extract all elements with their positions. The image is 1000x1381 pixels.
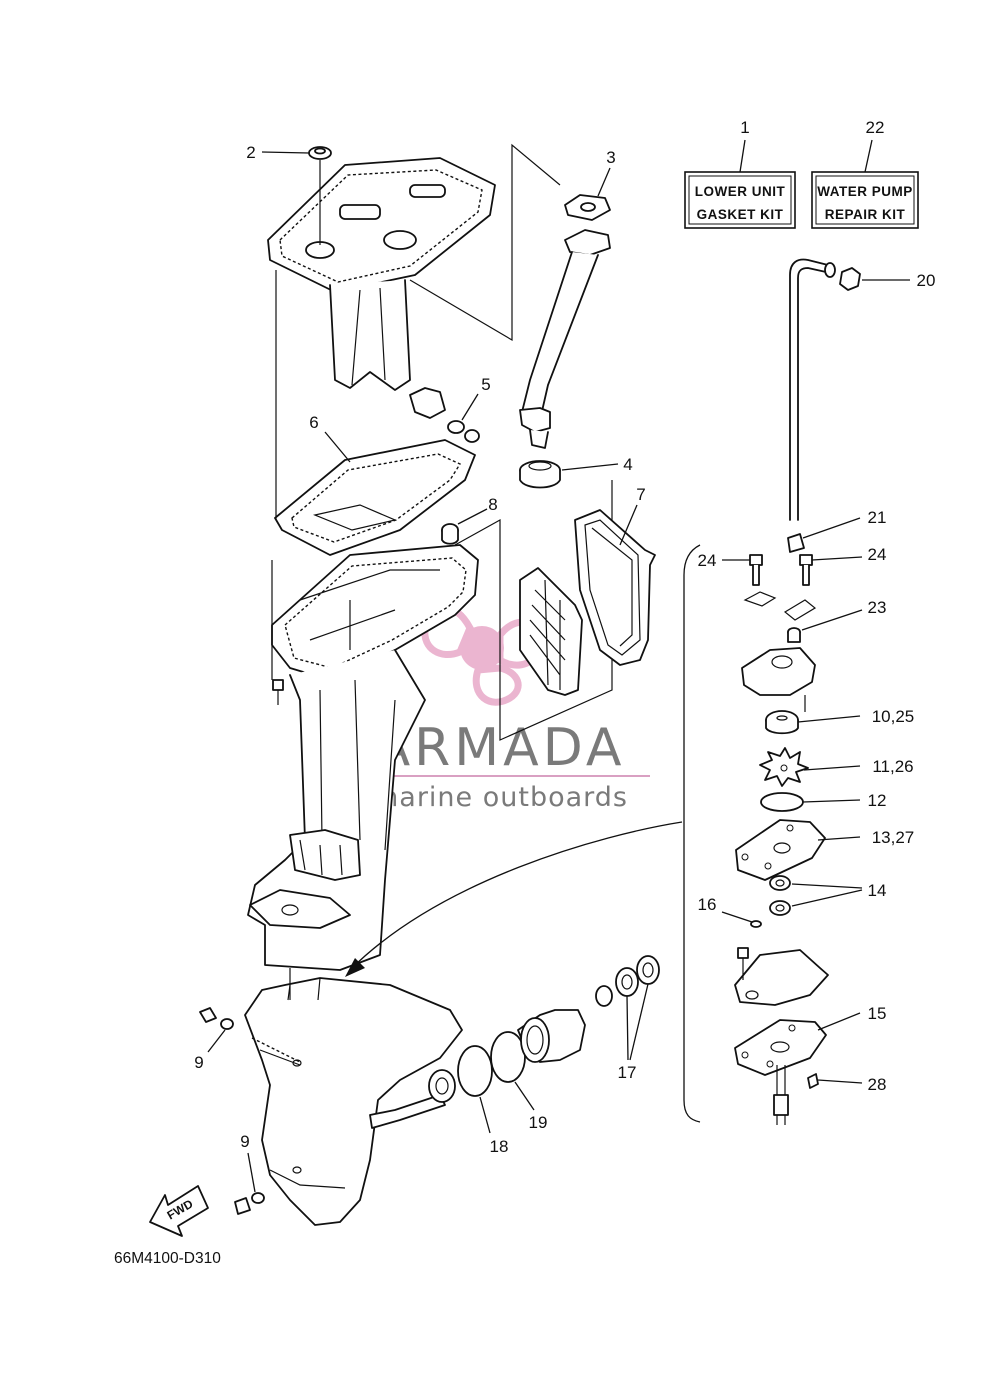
kit-22-line1: WATER PUMP: [817, 184, 913, 199]
callout-4: 4: [623, 455, 632, 474]
part-12-oring: [760, 792, 861, 812]
part-21-grommet: [787, 517, 861, 553]
callout-24-right: 24: [868, 545, 887, 564]
callout-28: 28: [868, 1075, 887, 1094]
diagram-code: 66M4100-D310: [114, 1250, 221, 1267]
callout-24-left: 24: [698, 551, 717, 570]
callout-12: 12: [868, 791, 887, 810]
water-tube-pipe: [519, 229, 611, 449]
callout-16: 16: [698, 895, 717, 914]
part-9-screw-lower: [234, 1152, 265, 1215]
kit-box-lower-unit-gasket: LOWER UNIT GASKET KIT: [684, 139, 796, 229]
kit-1-line1: LOWER UNIT: [695, 184, 786, 199]
pump-base-plate: [734, 947, 829, 1006]
drive-shaft: [773, 1065, 789, 1125]
callout-9-upper: 9: [194, 1053, 203, 1072]
part-6-gasket: [274, 431, 476, 556]
callout-21: 21: [868, 508, 887, 527]
callout-8: 8: [488, 495, 497, 514]
pointer-arrow-icon: [345, 958, 365, 977]
watermark-tagline: marine outboards: [372, 782, 628, 813]
part-7-gasket: [574, 504, 656, 666]
exhaust-guide-plate: [267, 157, 496, 391]
part-9-screw-upper: [199, 1007, 234, 1053]
callout-1: 1: [740, 118, 749, 137]
callout-5: 5: [481, 375, 490, 394]
part-17-seals: [615, 955, 660, 1061]
callout-23: 23: [868, 598, 887, 617]
callout-22: 22: [866, 118, 885, 137]
part-24-bolt-right: [799, 554, 863, 586]
drive-shaft-housing: [247, 544, 479, 971]
part-2-seal: [261, 146, 332, 245]
callout-10-25: 10,25: [872, 707, 915, 726]
part-10-25-cartridge: [765, 710, 861, 735]
callout-14: 14: [868, 881, 887, 900]
callout-2: 2: [246, 143, 255, 162]
part-13-27-plate: [735, 819, 861, 881]
housing-bolt: [271, 560, 284, 705]
gear-case: [244, 968, 463, 1226]
part-14-bushings: [769, 875, 863, 916]
kit-1-line2: GASKET KIT: [697, 207, 784, 222]
kit-22-line2: REPAIR KIT: [825, 207, 906, 222]
callout-17: 17: [618, 1063, 637, 1082]
callout-3: 3: [606, 148, 615, 167]
part-3-gasket: [564, 167, 611, 221]
part-8-plug: [441, 508, 488, 545]
callout-18: 18: [490, 1137, 509, 1156]
callout-15: 15: [868, 1004, 887, 1023]
part-23-insert: [787, 609, 863, 643]
part-15-gasket: [734, 1012, 861, 1076]
part-11-26-impeller: [759, 747, 861, 787]
water-pump-housing: [741, 647, 816, 712]
callout-19: 19: [529, 1113, 548, 1132]
callout-7: 7: [636, 485, 645, 504]
part-16-ring: [721, 911, 762, 928]
part-4-seal: [519, 460, 619, 489]
callout-labels: 1 22 2 3 4 5 6 7 8 9 9 10,25 11,26 12 13…: [194, 118, 935, 1156]
part-20-water-tube: [789, 258, 910, 521]
part-24-bolt-left: [722, 554, 763, 586]
callout-13-27: 13,27: [872, 828, 915, 847]
callout-11-26: 11,26: [872, 757, 913, 776]
kit-box-water-pump-repair: WATER PUMP REPAIR KIT: [811, 139, 919, 229]
forward-direction-icon: FWD: [149, 1185, 209, 1237]
watermark-brand: ARMADA: [375, 718, 626, 778]
part-28-key: [807, 1073, 863, 1089]
propeller-shaft-housing: [517, 985, 613, 1063]
callout-6: 6: [309, 413, 318, 432]
callout-20: 20: [917, 271, 936, 290]
intake-grill-plate: [519, 567, 583, 696]
callout-9-lower: 9: [240, 1132, 249, 1151]
part-18-oring: [428, 1045, 493, 1134]
part-5-grommet: [409, 387, 480, 443]
